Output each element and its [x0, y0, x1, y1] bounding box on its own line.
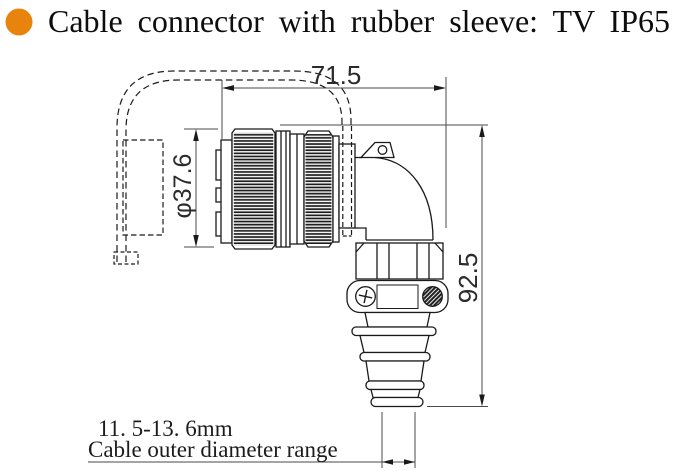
clamp-screw-right: [422, 286, 443, 307]
dimension-lines: [88, 77, 488, 468]
dust-cap-outline: [122, 139, 164, 236]
arrow-down-icon: [479, 394, 485, 407]
knurled-ring-2: [303, 130, 334, 248]
dim-cable-range: [88, 412, 416, 468]
dim-height: [280, 124, 488, 407]
spacer-rings: [275, 130, 305, 248]
arrow-right-icon: [404, 459, 415, 465]
page-title: Cable connector with rubber sleeve: TV I…: [48, 3, 670, 39]
dim-diameter: [184, 128, 218, 248]
lanyard-tab-hole: [377, 145, 388, 155]
connector-body-group: [113, 70, 449, 408]
coupling-ring-knurled: [231, 128, 276, 250]
sleeve-collar: [351, 326, 437, 337]
sleeve-rib: [359, 351, 431, 362]
cable-clamp: [346, 279, 449, 314]
sleeve-rib: [365, 380, 425, 391]
phillips-cross-icon: [358, 289, 373, 304]
title-bar: Cable connector with rubber sleeve: TV I…: [0, 0, 699, 46]
arrow-right-icon: [434, 85, 446, 91]
lanyard-dashed-line: [113, 70, 352, 265]
lanyard-band: [342, 126, 353, 237]
lanyard-end-loop: [113, 251, 139, 265]
elbow-housing: [355, 141, 434, 241]
dim-width-label: 71.5: [311, 60, 362, 90]
sleeve-bottom-rim: [370, 396, 424, 408]
cable-range-caption: Cable outer diameter range: [88, 437, 338, 462]
arrow-left-icon: [222, 85, 234, 91]
dim-diameter-label: φ37.6: [169, 154, 197, 219]
dim-width: [221, 77, 447, 228]
dim-height-label: 92.5: [453, 253, 483, 304]
mating-flange: [215, 139, 233, 244]
lanyard-tab: [359, 141, 395, 159]
orange-bullet: [5, 8, 33, 36]
arrow-up-icon: [193, 129, 199, 141]
gland-nut: [355, 242, 444, 280]
arrow-up-icon: [479, 125, 485, 137]
arrow-left-icon: [382, 459, 393, 465]
bullet-icon: [5, 8, 33, 36]
cable-range-value: 11. 5-13. 6mm: [98, 416, 233, 441]
arrow-down-icon: [193, 235, 199, 247]
rubber-sleeve: [351, 311, 437, 408]
